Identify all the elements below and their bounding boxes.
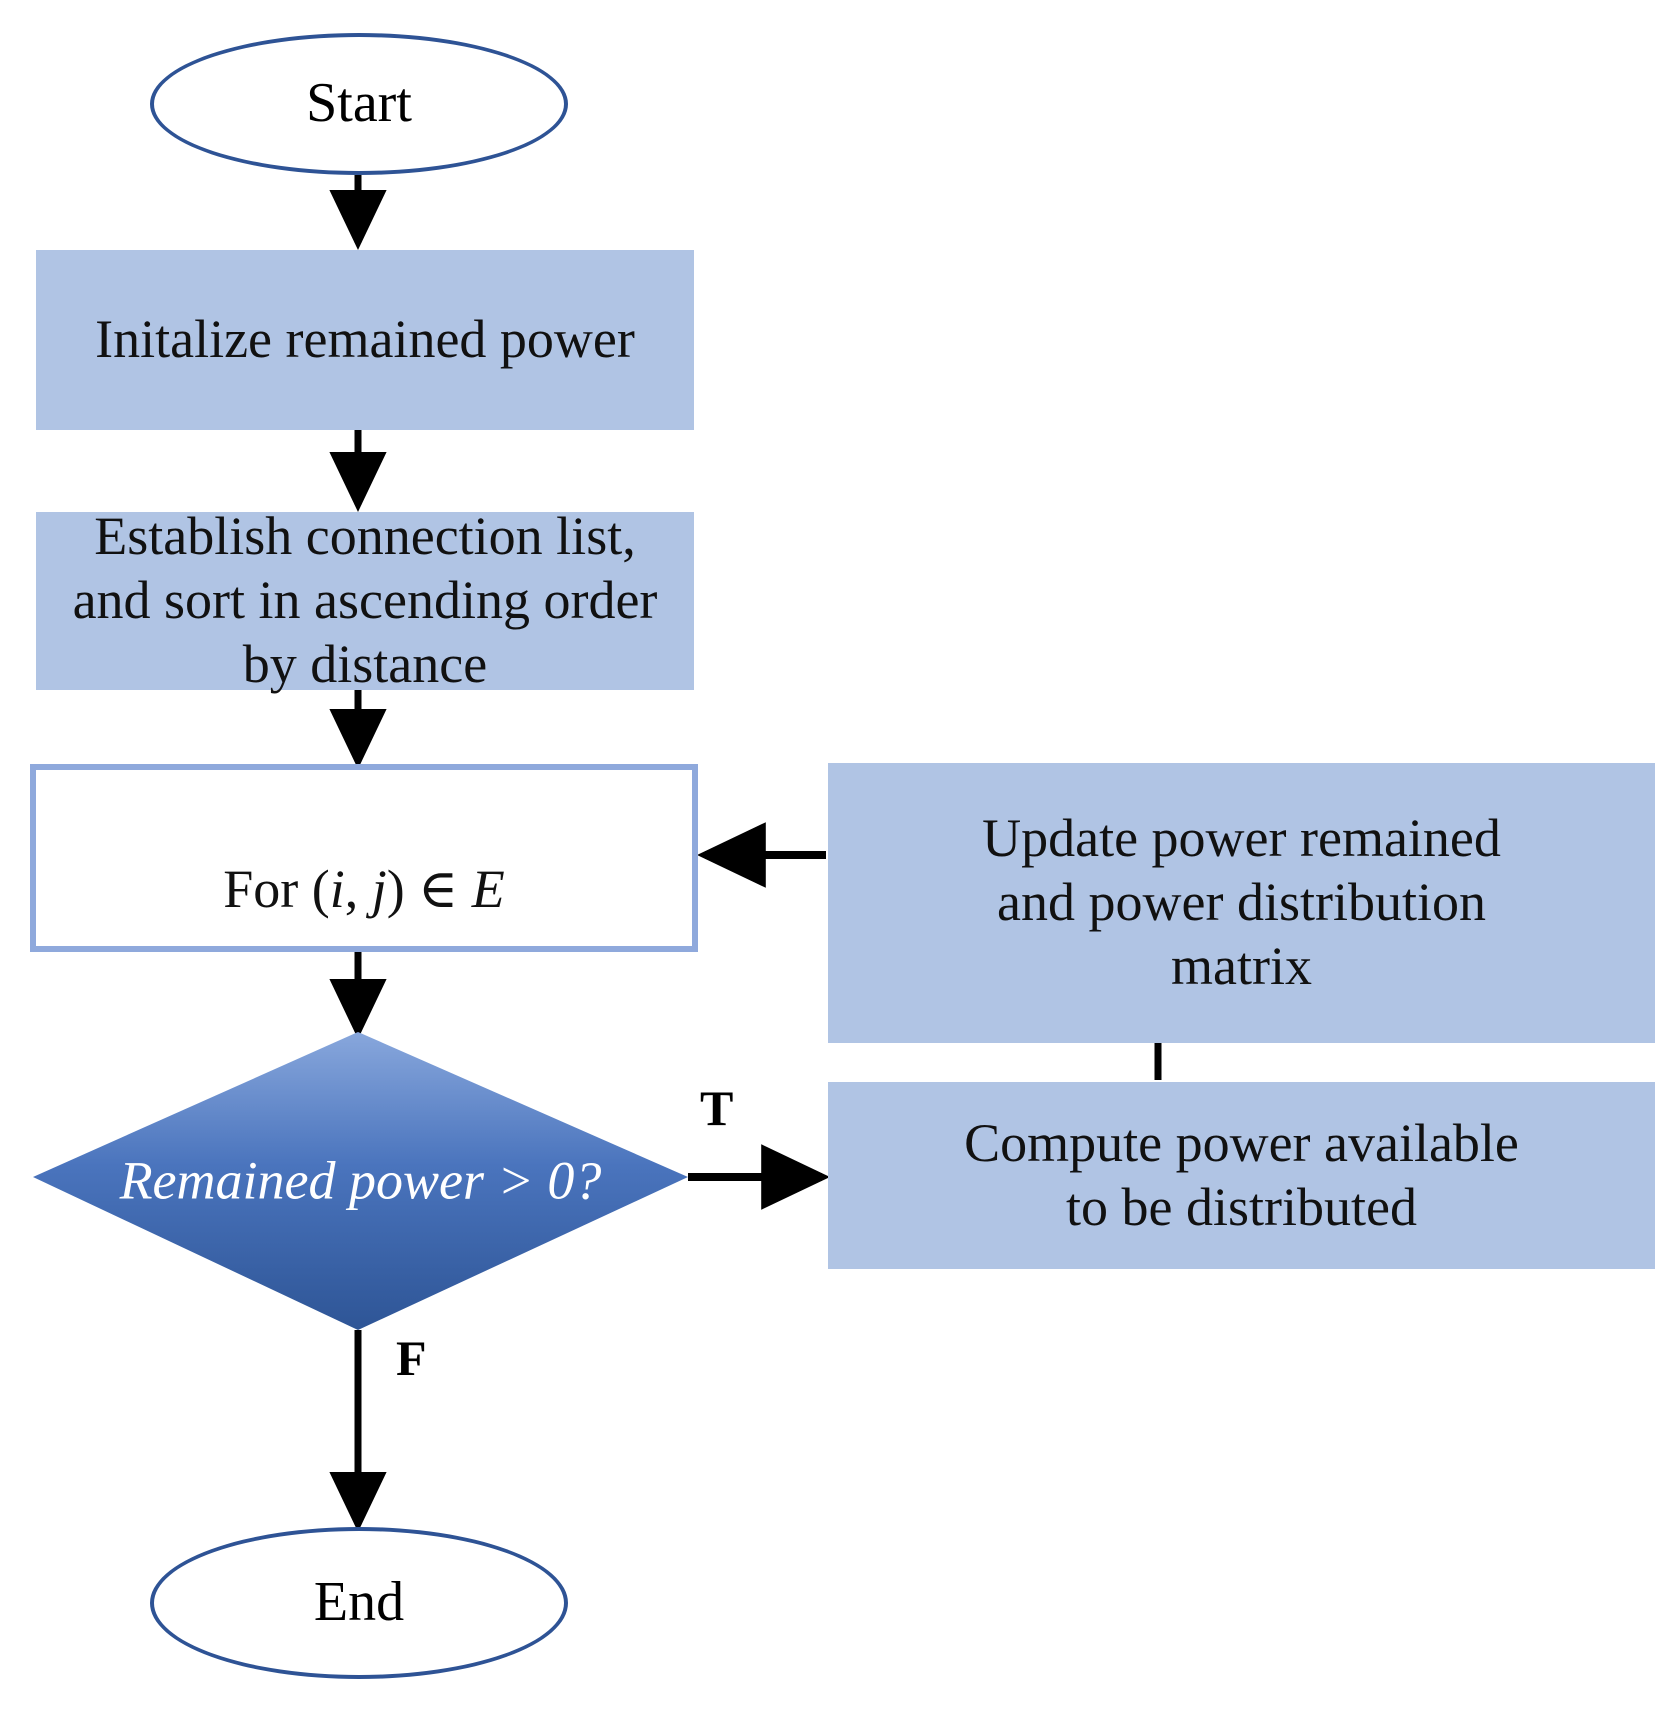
- node-update-label: Update power remained and power distribu…: [982, 808, 1501, 996]
- for-keyword: For (: [223, 859, 330, 919]
- node-establish-label: Establish connection list, and sort in a…: [72, 506, 658, 694]
- var-j: j: [371, 859, 387, 919]
- node-compute-label: Compute power available to be distribute…: [964, 1112, 1519, 1237]
- node-decision-label: Remained power > 0?: [119, 1150, 602, 1211]
- comma-sep: ,: [344, 859, 372, 919]
- node-for-loop-label: For (i, j) ∈ E: [36, 796, 692, 920]
- var-e: E: [471, 859, 505, 919]
- node-for-loop[interactable]: For (i, j) ∈ E: [30, 764, 698, 952]
- node-compute-power-available[interactable]: Compute power available to be distribute…: [828, 1082, 1655, 1269]
- node-start[interactable]: Start: [150, 33, 568, 175]
- node-initialize-remained-power[interactable]: Initalize remained power: [36, 250, 694, 430]
- node-end-label: End: [313, 1571, 405, 1634]
- var-i: i: [329, 859, 345, 919]
- node-start-label: Start: [306, 72, 412, 135]
- edge-label-true: T: [700, 1080, 734, 1136]
- node-decision-remained-power[interactable]: Remained power > 0?: [33, 1032, 688, 1330]
- member-operator: ) ∈: [386, 859, 472, 919]
- node-establish-connection-list[interactable]: Establish connection list, and sort in a…: [36, 506, 694, 694]
- edge-label-false: F: [396, 1330, 427, 1386]
- node-end[interactable]: End: [150, 1527, 568, 1679]
- node-initialize-label: Initalize remained power: [95, 309, 635, 370]
- node-update-power-remained[interactable]: Update power remained and power distribu…: [828, 763, 1655, 1043]
